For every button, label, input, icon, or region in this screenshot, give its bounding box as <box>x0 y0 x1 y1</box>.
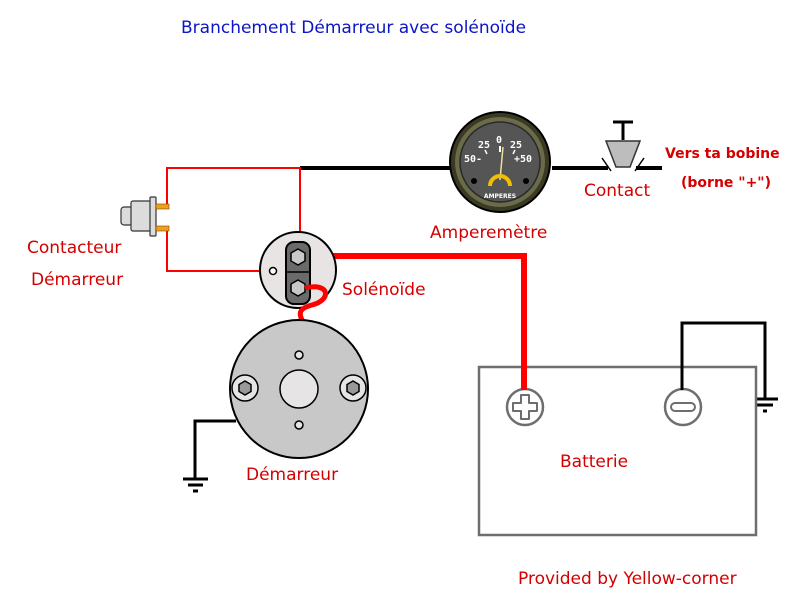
gauge-label-center: 0 <box>496 135 502 146</box>
credit-text: Provided by Yellow-corner <box>518 569 737 589</box>
starter-button-label-line2: Démarreur <box>31 270 124 290</box>
ground-icon-starter <box>183 477 208 493</box>
wire-red-solenoid-starter <box>297 284 328 324</box>
coil-destination-label: Vers ta bobine <box>665 146 780 162</box>
starter-motor-icon <box>229 319 369 459</box>
starter-label: Démarreur <box>246 465 339 485</box>
solenoid-battery-terminal <box>290 248 306 266</box>
battery-label: Batterie <box>560 452 629 472</box>
solenoid-label: Solénoïde <box>342 280 426 300</box>
gauge-label-right: +50 <box>514 154 532 165</box>
gauge-label-left-mid: 25 <box>478 140 490 151</box>
diagram-title: Branchement Démarreur avec solénoïde <box>181 18 527 38</box>
plus-icon <box>505 387 545 427</box>
ignition-switch-label: Contact <box>584 181 651 201</box>
solenoid-starter-terminal <box>290 279 306 297</box>
wire-red-button-bottom <box>166 228 270 272</box>
starter-button-label-line1: Contacteur <box>27 238 122 258</box>
gauge-label-left: 50- <box>464 154 482 165</box>
wire-black-starter-ground <box>193 419 236 478</box>
starter-button-icon[interactable] <box>120 196 170 237</box>
gauge-label-right-mid: 25 <box>510 140 522 151</box>
ammeter-label: Amperemètre <box>430 223 548 243</box>
minus-icon <box>663 387 703 427</box>
solenoid-small-terminal <box>268 266 278 276</box>
battery-icon <box>477 365 758 537</box>
gauge-unit: AMPERES <box>484 193 516 200</box>
ammeter-gauge: 25 0 25 50- +50 AMPERES <box>449 111 551 213</box>
gauge-pivot <box>488 174 512 187</box>
coil-terminal-label: (borne "+") <box>681 175 771 191</box>
ignition-switch-icon <box>601 120 645 172</box>
wire-red-button-top <box>166 167 301 248</box>
